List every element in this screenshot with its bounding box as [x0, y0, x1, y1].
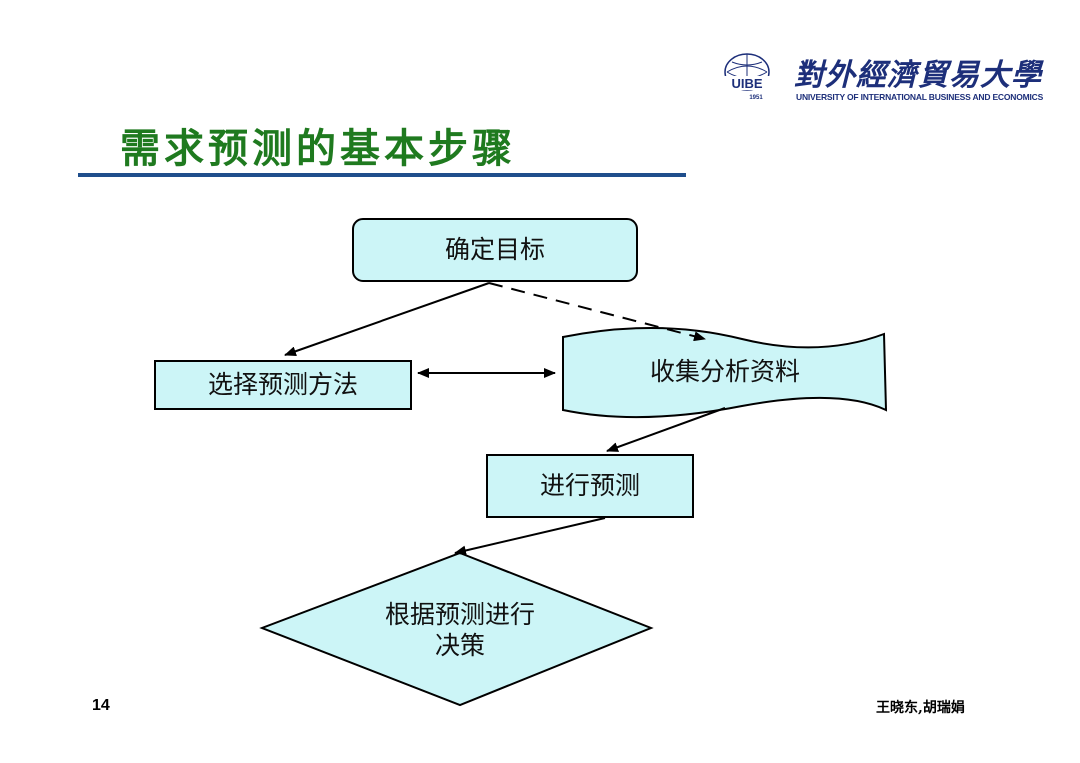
- university-emblem-icon: UIBE 1951: [724, 53, 770, 101]
- node-decision-shape: [259, 551, 654, 707]
- page-number: 14: [92, 697, 110, 714]
- node-decision-label: 根据预测进行 决策: [330, 585, 590, 675]
- arrow-goal-to-data-dashed: [488, 282, 706, 342]
- title-underline: [78, 173, 686, 177]
- node-set-goal-label: 确定目标: [444, 235, 545, 265]
- node-forecast-label: 进行预测: [539, 471, 640, 501]
- node-decision-line-2: 决策: [434, 631, 485, 660]
- node-choose-method-label: 选择预测方法: [207, 370, 358, 400]
- node-collect-data-shape: [562, 327, 888, 419]
- node-decision-line-1: 根据预测进行: [384, 599, 535, 629]
- logo-chinese-name: 對外經濟貿易大學: [794, 58, 1042, 93]
- logo-year: 1951: [749, 95, 763, 101]
- node-collect-data-label: 收集分析资料: [649, 357, 800, 387]
- arrow-data-to-forecast: [606, 407, 726, 452]
- node-set-goal-shape: [352, 218, 638, 282]
- node-choose-method-shape: [154, 360, 412, 410]
- university-logo: UIBE 1951 對外經濟貿易大學 UNIVERSITY OF INTERNA…: [718, 48, 1043, 108]
- arrow-goal-to-method: [284, 282, 490, 357]
- logo-emblem-text: UIBE: [731, 76, 762, 91]
- arrow-forecast-to-decision: [454, 517, 606, 556]
- author-names: 王晓东,胡瑞娟: [876, 700, 965, 716]
- node-forecast-shape: [486, 454, 694, 518]
- logo-english-name: UNIVERSITY OF INTERNATIONAL BUSINESS AND…: [796, 92, 1044, 102]
- slide-title: 需求预测的基本步骤: [120, 125, 516, 172]
